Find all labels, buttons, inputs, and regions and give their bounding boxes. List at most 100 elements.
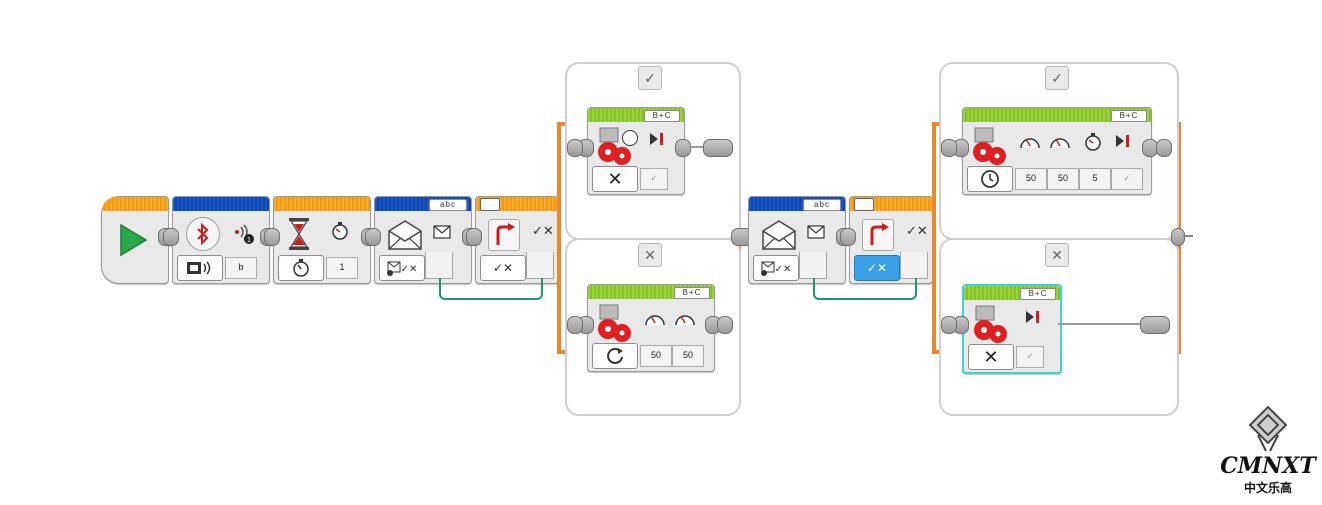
svg-text:1: 1	[247, 237, 251, 244]
messaging-receive-block-1[interactable]: abc ✓✕	[374, 196, 472, 284]
motor-1-brake-value[interactable]: ✓	[640, 168, 668, 190]
right-power-gauge-icon	[674, 309, 696, 327]
data-wire-2[interactable]	[813, 278, 917, 300]
motor-3-seconds-value[interactable]: 5	[1079, 168, 1111, 190]
motor-2-left-power[interactable]: 50	[640, 345, 672, 367]
logo-subtitle: 中文乐高	[1243, 481, 1292, 495]
wait-input-pin[interactable]	[264, 228, 280, 246]
large-motor-icon	[594, 303, 638, 343]
envelope-icon	[761, 219, 797, 251]
message-title-tag-2[interactable]: abc	[803, 199, 841, 211]
stopwatch-icon	[330, 221, 350, 241]
motor-3-header	[963, 108, 1151, 122]
svg-text:✓✕: ✓✕	[775, 264, 792, 275]
switch-1-left-rail	[557, 122, 561, 354]
switch-2-true-entry-pin[interactable]	[941, 139, 957, 157]
move-tank-block-3[interactable]: B+C 50 50 5 ✓	[962, 107, 1152, 195]
switch-view-icon[interactable]	[854, 198, 874, 211]
switch-2-input-port[interactable]	[900, 252, 928, 279]
message-title-tag-1[interactable]: abc	[429, 199, 467, 211]
switch-2-left-rail	[932, 122, 936, 354]
motor-3-port-tag[interactable]: B+C	[1111, 110, 1147, 122]
move-tank-block-2[interactable]: B+C 50 50	[587, 284, 715, 372]
wait-seconds-value[interactable]: 1	[326, 257, 358, 279]
switch-1-input-pin[interactable]	[466, 228, 482, 246]
power-slider-icon	[622, 130, 638, 146]
wait-time-block[interactable]: 1	[273, 196, 371, 284]
motor-3-seconds-mode[interactable]	[967, 166, 1013, 192]
svg-text:✓✕: ✓✕	[401, 264, 418, 275]
switch-1-true-tab[interactable]: ✓	[638, 66, 662, 90]
message-result-output-1[interactable]	[425, 252, 453, 279]
motor-4-brake-value[interactable]: ✓	[1016, 346, 1044, 368]
switch-2-output-pin[interactable]	[1171, 228, 1185, 246]
motor-2-right-power[interactable]: 50	[672, 345, 704, 367]
left-power-gauge-icon	[644, 309, 666, 327]
logo-title: CMNXT	[1220, 453, 1316, 479]
message-result-output-2[interactable]	[799, 252, 827, 279]
data-wire-1[interactable]	[439, 278, 543, 300]
motor-3-right-power[interactable]: 50	[1047, 168, 1079, 190]
sequence-end-stub	[1183, 235, 1193, 237]
switch-2-true-exit-pin[interactable]	[1156, 139, 1172, 157]
messaging-mode-button-1[interactable]: ✓✕	[379, 255, 425, 281]
motor-1-output-pin[interactable]	[675, 139, 691, 157]
logic-truefalse-icon: ✓✕	[532, 223, 554, 238]
stop-icon	[1115, 134, 1131, 148]
mail-small-icon	[807, 225, 825, 239]
switch-1-left-bottom-cap	[557, 350, 571, 354]
motor-1-port-tag[interactable]: B+C	[644, 110, 680, 122]
bluetooth-block-header	[173, 197, 269, 211]
switch-2-input-pin[interactable]	[840, 228, 856, 246]
switch-2-true-tab[interactable]: ✓	[1045, 66, 1069, 90]
messaging-mode-button-2[interactable]: ✓✕	[753, 255, 799, 281]
start-block[interactable]	[101, 196, 169, 284]
bluetooth-input-pin[interactable]	[163, 228, 179, 246]
switch-2-false-entry-pin[interactable]	[941, 316, 957, 334]
stop-icon	[649, 132, 665, 146]
switch-1-true-exit-pin[interactable]	[703, 139, 733, 157]
switch-view-icon[interactable]	[480, 198, 500, 211]
cmnxt-logo: CMNXT 中文乐高	[1218, 405, 1318, 501]
bluetooth-icon	[186, 217, 220, 251]
motor-2-on-mode[interactable]	[592, 343, 638, 369]
switch-2-false-tab[interactable]: ✕	[1045, 243, 1069, 267]
switch-mode-button-2[interactable]: ✓✕	[854, 255, 900, 281]
start-block-header	[102, 197, 168, 211]
switch-arrow-icon	[488, 219, 520, 251]
hourglass-icon	[286, 217, 312, 251]
switch-1-input-port[interactable]	[526, 252, 554, 279]
motor-1-off-mode[interactable]: ✕	[592, 166, 638, 192]
bluetooth-connection-block[interactable]: 1 b	[172, 196, 270, 284]
messaging-receive-block-2[interactable]: abc ✓✕	[748, 196, 846, 284]
large-motor-icon	[970, 304, 1014, 344]
motor-3-brake-value[interactable]: ✓	[1111, 168, 1143, 190]
move-tank-block-1[interactable]: B+C ✕ ✓	[587, 107, 685, 195]
motor-1-out-line	[689, 146, 707, 148]
motor-4-port-tag[interactable]: B+C	[1020, 288, 1056, 300]
switch-1-false-tab[interactable]: ✕	[638, 243, 662, 267]
switch-1-false-entry-pin[interactable]	[567, 316, 583, 334]
logic-switch-block-2[interactable]: ✓✕ ✓✕	[849, 196, 933, 284]
large-motor-icon	[594, 126, 638, 166]
switch-1-true-entry-pin[interactable]	[567, 139, 583, 157]
bluetooth-mode-button[interactable]	[177, 255, 223, 281]
switch-1-left-top-cap	[557, 122, 571, 126]
motor-3-left-power[interactable]: 50	[1015, 168, 1047, 190]
wait-mode-button[interactable]	[278, 255, 324, 281]
motor-4-out-line	[1058, 323, 1142, 325]
switch-1-false-exit-pin[interactable]	[717, 316, 733, 334]
move-tank-block-4[interactable]: B+C ✕ ✓	[962, 284, 1062, 374]
switch-2-false-exit-pin[interactable]	[1140, 316, 1170, 334]
switch-arrow-icon	[862, 219, 894, 251]
logic-truefalse-icon: ✓✕	[906, 223, 928, 238]
stop-icon	[1025, 310, 1041, 324]
motor-2-port-tag[interactable]: B+C	[674, 287, 710, 299]
stopwatch-icon	[1083, 132, 1103, 152]
switch-mode-button-1[interactable]: ✓✕	[480, 255, 526, 281]
play-icon[interactable]	[112, 219, 154, 261]
motor-4-off-mode[interactable]: ✕	[968, 344, 1014, 370]
bluetooth-port-value[interactable]: b	[225, 257, 257, 279]
messaging-1-input-pin[interactable]	[365, 228, 381, 246]
large-motor-icon	[969, 126, 1013, 166]
